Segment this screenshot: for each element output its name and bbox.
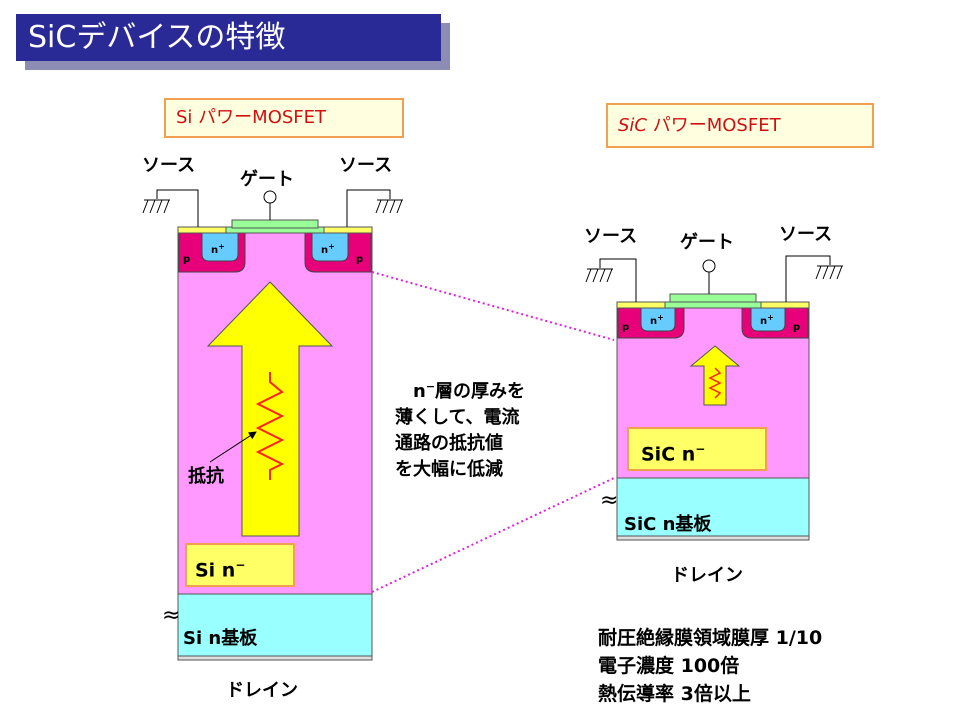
spec-item: 耐圧絶縁膜領域膜厚 1/10 — [598, 627, 823, 649]
si-nplus-left — [201, 232, 239, 262]
sic-drift-sup: − — [695, 442, 706, 456]
resistance-pointer — [209, 431, 257, 463]
sic-resistor-icon — [708, 367, 722, 399]
si-substrate — [177, 593, 373, 657]
si-gate-electrode — [231, 219, 319, 229]
sic-break-symbol-icon: ≈ — [600, 488, 619, 513]
sic-p-left-label: p — [622, 322, 629, 333]
si-p-right-label: p — [356, 254, 363, 265]
si-drift-label: Si n — [195, 559, 236, 582]
sic-drift-label: SiC n — [641, 443, 696, 466]
si-source-metal-left — [177, 226, 227, 234]
note-line-3: 通路の抵抗値 — [395, 433, 503, 454]
si-source-left-label: ソース — [142, 155, 196, 176]
sic-nplus-right — [750, 307, 786, 332]
page-title: SiCデバイスの特徴 — [16, 14, 441, 61]
si-p-left-label: p — [183, 254, 190, 265]
sic-nplus-right-label: n+ — [760, 313, 774, 327]
si-source-right-label: ソース — [339, 155, 393, 176]
si-mosfet-label-prefix: Si — [176, 107, 193, 128]
sic-ground-right-icon — [815, 265, 843, 280]
spec-list: 耐圧絶縁膜領域膜厚 1/10 電子濃度 100倍 熱伝導率 3倍以上 — [598, 624, 822, 708]
spec-item: 熱伝導率 3倍以上 — [598, 683, 751, 705]
sic-mosfet-label-box: SiC パワーMOSFET — [606, 103, 874, 148]
sic-mosfet-label-suffix: パワーMOSFET — [647, 115, 781, 136]
note-line-4: を大幅に低減 — [395, 459, 503, 480]
sic-gate-oxide — [664, 301, 762, 309]
sic-mosfet-label-prefix: SiC — [618, 115, 647, 136]
sic-source-right-label: ソース — [779, 224, 833, 245]
sic-drain-contact — [616, 535, 810, 541]
sic-source-left-label: ソース — [584, 226, 638, 247]
si-drain-contact — [177, 655, 373, 661]
sic-source-metal-left — [616, 301, 666, 309]
si-gate-terminal — [263, 190, 277, 204]
sic-nplus-left-label: n+ — [650, 313, 664, 327]
sic-drift-label-box: SiC n− — [627, 427, 767, 471]
si-mosfet-label-box: Si パワーMOSFET — [164, 98, 404, 138]
sic-substrate-label: SiC n基板 — [624, 514, 712, 535]
si-nplus-left-label: n+ — [211, 242, 225, 256]
si-drain-label: ドレイン — [226, 680, 298, 701]
sic-gate-electrode — [669, 293, 757, 303]
connector-top — [371, 271, 615, 341]
sic-ground-left-icon — [585, 268, 613, 283]
sic-gate-label: ゲート — [680, 232, 734, 253]
sic-drain-label: ドレイン — [671, 565, 743, 586]
si-resistance-label: 抵抗 — [188, 466, 224, 487]
si-ground-right-icon — [375, 199, 403, 214]
spec-item: 電子濃度 100倍 — [598, 655, 740, 677]
si-resistor-icon — [255, 372, 285, 480]
si-drift-label-box: Si n− — [185, 543, 295, 587]
note-line-2: 薄くして、電流 — [395, 407, 520, 428]
sic-substrate — [616, 477, 810, 537]
si-mosfet-label-suffix: パワーMOSFET — [192, 107, 327, 128]
sic-nplus-left — [640, 307, 676, 332]
sic-source-metal-right — [760, 301, 810, 309]
si-drift-sup: − — [235, 558, 246, 572]
si-break-symbol-icon: ≈ — [162, 603, 181, 628]
connector-bottom — [371, 477, 615, 593]
explanation-note: n−層の厚みを 薄くして、電流 通路の抵抗値 を大幅に低減 — [395, 374, 525, 483]
si-nplus-right — [311, 232, 349, 262]
si-ground-left-icon — [142, 199, 170, 214]
note-line-1: n−層の厚みを — [413, 380, 526, 402]
si-gate-label: ゲート — [240, 169, 294, 190]
si-nplus-right-label: n+ — [321, 242, 335, 256]
sic-gate-terminal — [702, 259, 716, 273]
sic-p-right-label: p — [793, 322, 800, 333]
si-substrate-label: Si n基板 — [183, 628, 258, 649]
si-source-metal-right — [323, 226, 373, 234]
